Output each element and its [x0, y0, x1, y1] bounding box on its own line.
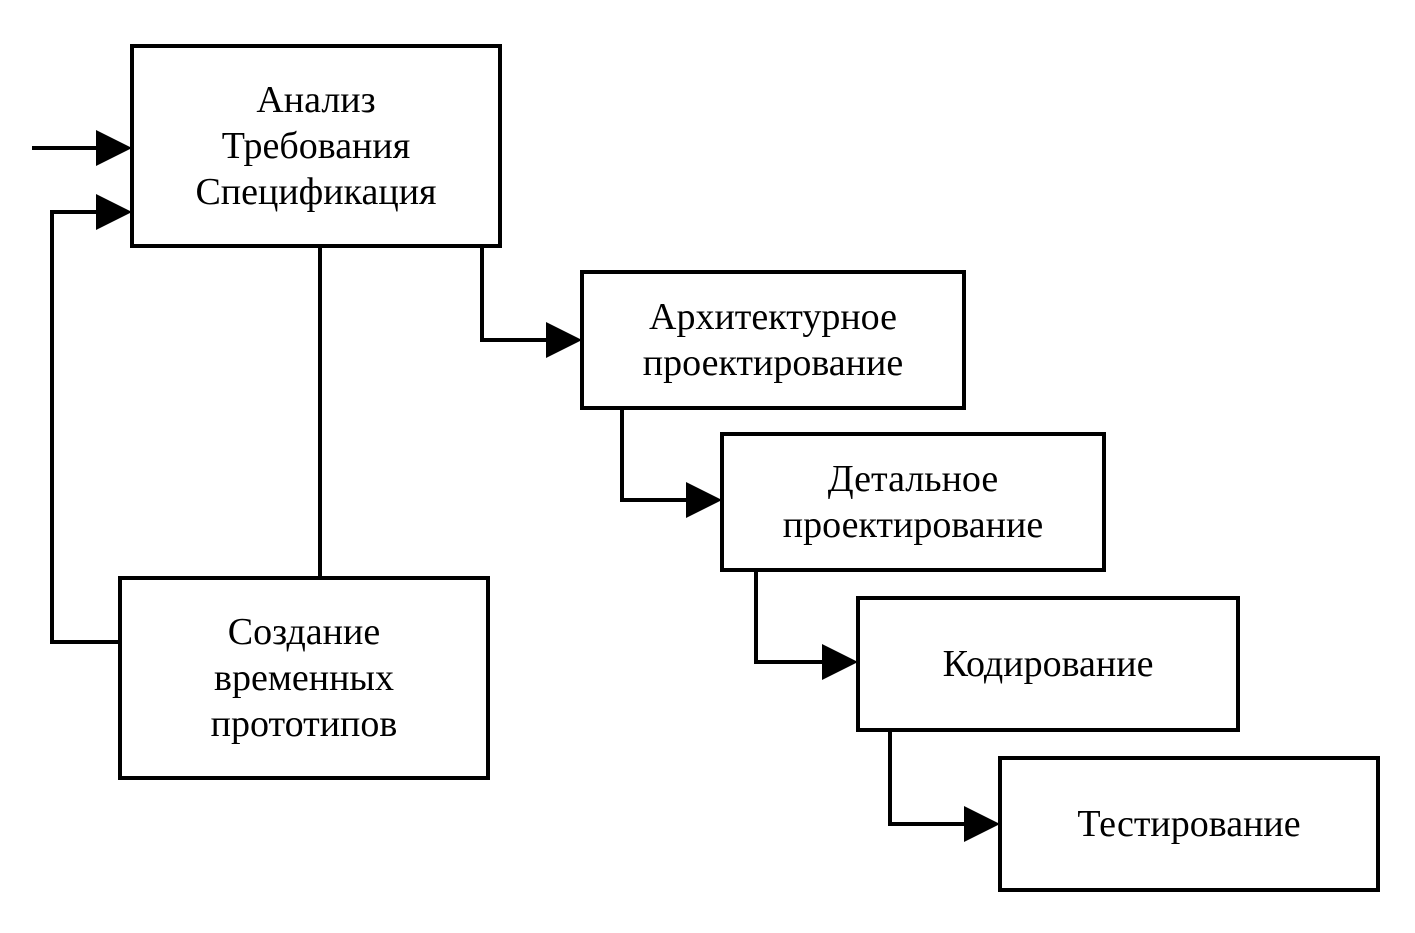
- input-arrow: [32, 130, 132, 166]
- analysis-line-1: Анализ: [256, 79, 376, 121]
- analysis-requirements-specification-box: Анализ Требования Спецификация: [130, 44, 502, 248]
- coding-line-1: Кодирование: [942, 643, 1154, 685]
- arrow-architecture-to-detailed: [620, 410, 722, 518]
- prototypes-line-3: прототипов: [210, 703, 398, 745]
- architecture-line-1: Архитектурное: [649, 296, 897, 338]
- coding-box: Кодирование: [856, 596, 1240, 732]
- architecture-line-2: проектирование: [642, 342, 904, 384]
- testing-line-1: Тестирование: [1077, 803, 1301, 845]
- analysis-line-2: Требования: [221, 125, 411, 167]
- arrow-analysis-to-architecture: [480, 248, 582, 358]
- architectural-design-box: Архитектурное проектирование: [580, 270, 966, 410]
- arrow-detailed-to-coding: [754, 572, 858, 680]
- detailed-design-box: Детальное проектирование: [720, 432, 1106, 572]
- prototypes-line-1: Создание: [227, 611, 381, 653]
- prototypes-line-2: временных: [214, 657, 394, 699]
- detailed-line-2: проектирование: [782, 504, 1044, 546]
- prototypes-box: Создание временных прототипов: [118, 576, 490, 780]
- arrow-coding-to-testing: [888, 732, 1000, 842]
- feedback-arrow: [50, 194, 132, 644]
- testing-box: Тестирование: [998, 756, 1380, 892]
- analysis-line-3: Спецификация: [195, 171, 437, 213]
- detailed-line-1: Детальное: [827, 458, 999, 500]
